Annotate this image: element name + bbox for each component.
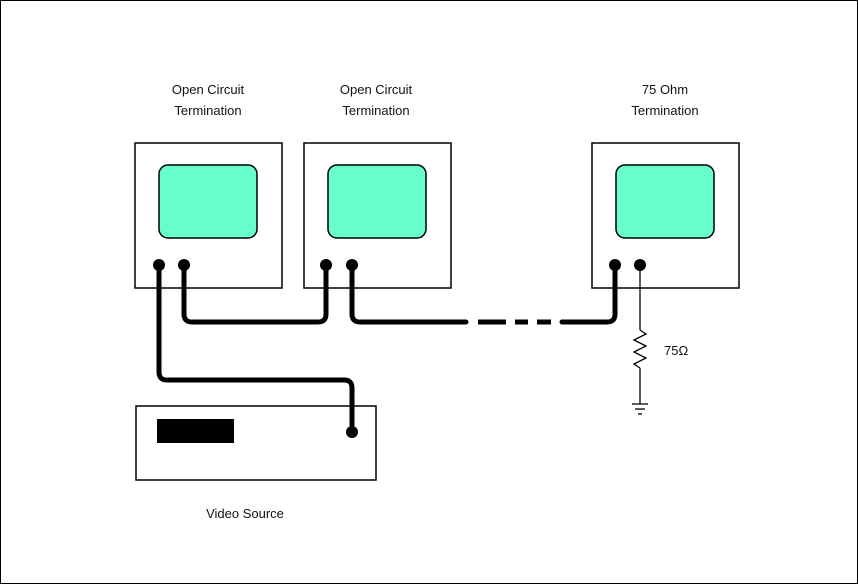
- monitor-2-label-line1: Open Circuit: [340, 82, 413, 97]
- monitor-1-screen: [158, 164, 258, 239]
- monitor-2-label-line2: Termination: [342, 103, 409, 118]
- video-source-output-connector: [346, 426, 358, 438]
- video-source-display: [157, 419, 234, 443]
- monitor-3-label: 75 Ohm Termination: [631, 82, 698, 118]
- source-to-monitor-1-cable: [156, 263, 355, 435]
- monitor-2-label: Open Circuit Termination: [340, 82, 413, 118]
- monitor-2-connector-in: [320, 259, 332, 271]
- connectors: [153, 259, 646, 438]
- monitor-3-input-cable: [559, 263, 618, 325]
- monitor-1-label-line1: Open Circuit: [172, 82, 245, 97]
- monitor-2-screen: [327, 164, 427, 239]
- termination-resistor: [632, 265, 648, 404]
- monitor-1-label-line2: Termination: [174, 103, 241, 118]
- resistor-zigzag: [632, 329, 648, 369]
- video-source-label: Video Source: [206, 506, 284, 521]
- monitor-1-to-monitor-2-cable: [181, 263, 329, 325]
- monitor-1-label: Open Circuit Termination: [172, 82, 245, 118]
- monitor-3-connector-in: [609, 259, 621, 271]
- ground-symbol: [632, 403, 648, 415]
- monitor-2-connector-out: [346, 259, 358, 271]
- monitor-3-label-line1: 75 Ohm: [642, 82, 688, 97]
- resistor-label: 75Ω: [664, 343, 688, 358]
- monitor-3-screen: [615, 164, 715, 239]
- monitor-2: [303, 142, 452, 289]
- video-source: [135, 405, 377, 481]
- cables: [156, 263, 618, 435]
- monitor-1-connector-in: [153, 259, 165, 271]
- monitor-1-connector-out: [178, 259, 190, 271]
- monitor-3-label-line2: Termination: [631, 103, 698, 118]
- monitor-3: [591, 142, 740, 289]
- monitor-2-output-cable: [349, 263, 469, 325]
